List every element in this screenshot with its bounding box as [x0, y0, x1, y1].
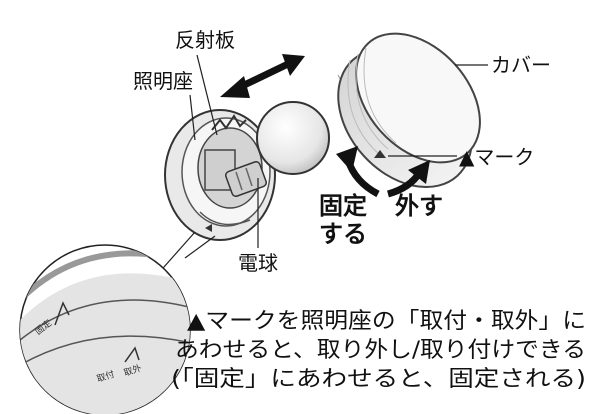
base-label: 照明座 [133, 69, 193, 93]
zoom-detail: 固定 取付 取外 [19, 244, 191, 414]
bulb-icon [225, 101, 330, 197]
instruction-line-3: (「固定」にあわせると、固定される) [171, 367, 586, 392]
bulb-label: 電球 [238, 251, 278, 275]
cover-icon [337, 32, 481, 189]
lamp-base [164, 109, 276, 241]
cover-label: カバー [491, 53, 551, 77]
fix-label-line2: する [319, 220, 367, 248]
rotate-fix-arrow-icon [336, 146, 380, 198]
instruction-line-2: あわせると、取り外し/取り付けできる [175, 338, 586, 363]
remove-label: 外す [395, 192, 443, 220]
mark-label: ▲マーク [459, 145, 534, 169]
instruction-line-1: ▲マークを照明座の「取付・取外」に [187, 309, 586, 334]
rotate-remove-arrow-icon [387, 160, 430, 198]
zoom-attach-label: 取付 [96, 369, 117, 385]
reflector-label: 反射板 [175, 28, 235, 52]
fix-label-line1: 固定 [319, 192, 367, 220]
double-arrow-icon [220, 54, 305, 98]
instruction-text: ▲マークを照明座の「取付・取外」に あわせると、取り外し/取り付けできる (「固… [171, 309, 586, 392]
